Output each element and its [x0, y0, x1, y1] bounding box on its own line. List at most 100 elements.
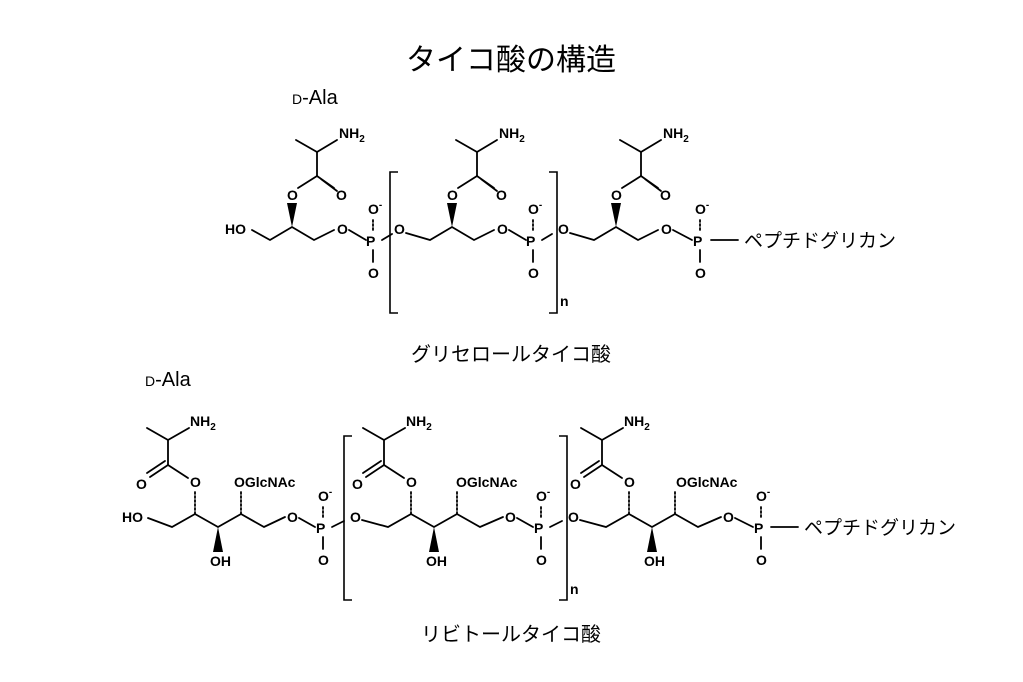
bond	[580, 460, 603, 478]
stereo-wedge	[213, 527, 223, 552]
d-ala-label: D-Ala	[292, 87, 339, 109]
bond	[147, 512, 286, 529]
oglcnac-label: OGlcNAc	[676, 474, 738, 490]
bond	[146, 427, 190, 466]
stereo-wedge	[429, 527, 439, 552]
oxygen-label: O	[661, 221, 672, 237]
ester-oxygen-label: O	[611, 187, 622, 203]
glycerol-unit-3: O O O NH2 O P O- O ペプチドグリカン	[558, 125, 896, 281]
ribitol-unit-2: O O O NH2 OH OGlcNAc O P O- O	[350, 413, 563, 569]
repeat-n-label: n	[560, 293, 569, 309]
ester-oxygen-label: O	[287, 187, 298, 203]
bond	[348, 229, 367, 241]
oxygen-label: O	[287, 509, 298, 525]
bond	[734, 517, 754, 528]
oxygen-label: O	[568, 509, 579, 525]
stereo-wedge	[287, 203, 297, 227]
ester-oxygen-label: O	[190, 474, 201, 490]
amine-label: NH2	[406, 413, 432, 433]
bond	[167, 464, 189, 479]
glycerol-teichoic-acid: D-Ala HO O O NH2 O P O- O O	[225, 87, 896, 366]
ribitol-caption: リビトールタイコ酸	[421, 623, 601, 646]
oxygen-label: O	[350, 509, 361, 525]
bond	[405, 225, 495, 242]
oxygen-label: O	[394, 221, 405, 237]
carbonyl-oxygen-label: O	[352, 476, 363, 492]
ho-label: HO	[122, 509, 143, 525]
repeat-bracket-left	[343, 435, 352, 601]
phosphate-oxygen: O	[318, 552, 329, 568]
repeat-bracket-left	[389, 171, 398, 314]
oxygen-label: O	[723, 509, 734, 525]
phosphorus-label: P	[366, 233, 375, 249]
phosphate-oxygen: O	[695, 265, 706, 281]
repeat-bracket-right	[559, 435, 568, 601]
phosphate-oxygen-minus: O-	[528, 200, 542, 217]
bond	[298, 517, 316, 528]
bond	[541, 233, 553, 241]
page-title: タイコ酸の構造	[406, 44, 616, 77]
phosphorus-label: P	[754, 520, 763, 536]
bond	[362, 460, 385, 478]
oxygen-label: O	[558, 221, 569, 237]
amine-label: NH2	[339, 125, 365, 145]
peptidoglycan-label: ペプチドグリカン	[804, 517, 956, 539]
amine-label: NH2	[499, 125, 525, 145]
ribitol-unit-1: O O NH2 OH OGlcNAc O P O- O	[136, 413, 345, 569]
phosphate-oxygen-minus: O-	[756, 487, 770, 504]
stereo-wedge	[611, 203, 621, 227]
phosphate-oxygen: O	[536, 552, 547, 568]
oxygen-label: O	[497, 221, 508, 237]
ester-oxygen-label: O	[624, 474, 635, 490]
bond	[331, 520, 345, 528]
phosphate-oxygen-minus: O-	[695, 200, 709, 217]
hydroxyl-label: OH	[210, 553, 231, 569]
bond	[295, 139, 318, 153]
ester-oxygen-label: O	[406, 474, 417, 490]
carbonyl-oxygen-label: O	[660, 187, 671, 203]
phosphate-oxygen-minus: O-	[368, 200, 382, 217]
bond	[619, 139, 662, 177]
bond	[297, 175, 318, 189]
repeat-bracket-right	[549, 171, 558, 314]
phosphorus-label: P	[693, 233, 702, 249]
phosphate-oxygen: O	[368, 265, 379, 281]
ribitol-unit-3: O O O NH2 OH OGlcNAc O P O- O ペプチドグリカン	[568, 413, 956, 569]
phosphorus-label: P	[526, 233, 535, 249]
phosphorus-label: P	[534, 520, 543, 536]
stereo-wedge	[647, 527, 657, 552]
bond	[455, 139, 498, 177]
amine-label: NH2	[190, 413, 216, 433]
bond	[362, 427, 406, 466]
bond	[580, 427, 624, 466]
oglcnac-label: OGlcNAc	[234, 474, 296, 490]
bond	[383, 464, 405, 479]
bond	[508, 229, 527, 241]
bond	[579, 512, 722, 529]
phosphorus-label: P	[316, 520, 325, 536]
oxygen-label: O	[505, 509, 516, 525]
stereo-wedge	[447, 203, 457, 227]
amine-label: NH2	[624, 413, 650, 433]
carbonyl-oxygen-label: O	[496, 187, 507, 203]
phosphate-oxygen-minus: O-	[318, 487, 332, 504]
phosphate-oxygen-minus: O-	[536, 487, 550, 504]
bond	[621, 175, 642, 189]
repeat-n-label: n	[570, 581, 579, 597]
bond	[476, 175, 498, 192]
bond	[316, 139, 338, 153]
bond	[146, 460, 169, 478]
bond	[569, 225, 659, 242]
glycerol-unit-1: O O NH2 O P O- O	[287, 125, 393, 281]
carbonyl-oxygen-label: O	[136, 476, 147, 492]
bond	[672, 229, 693, 241]
bond	[549, 520, 563, 528]
bond	[316, 175, 338, 192]
glycerol-unit-2: O O O NH2 O P O- O	[394, 125, 553, 281]
ribitol-teichoic-acid: D-Ala HO O O NH2 OH OGlcNAc O P O- O	[122, 369, 956, 646]
bond	[251, 225, 335, 242]
bond	[601, 464, 623, 479]
d-ala-label: D-Ala	[145, 369, 192, 391]
bond	[361, 512, 504, 529]
